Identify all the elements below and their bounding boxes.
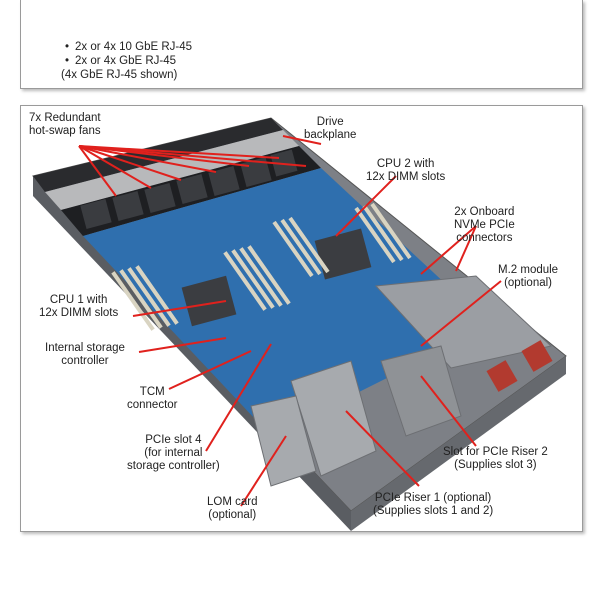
m2-callout-line: (optional): [504, 277, 553, 289]
cpu1-callout: CPU 1 with 12x DIMM slots: [39, 294, 118, 320]
internal-storage-callout-line: Internal storage: [45, 342, 125, 354]
psu-handle: [521, 340, 553, 372]
riser1-callout-line: (Supplies slots 1 and 2): [373, 505, 494, 517]
cpu1-callout-line: 12x DIMM slots: [39, 307, 119, 319]
nvme-callout-line: NVMe PCIe: [454, 219, 515, 231]
fan-unit: [208, 166, 240, 196]
tcm-callout: TCM connector: [127, 386, 178, 412]
riser1-callout: PCIe Riser 1 (optional) (Supplies slots …: [373, 492, 493, 518]
lom-callout-line: LOM card: [207, 496, 258, 508]
fan-unit: [112, 191, 144, 221]
riser2-slot: [380, 345, 462, 437]
cpu1-callout-line: CPU 1 with: [49, 294, 108, 306]
fans-callout-line: 7x Redundant: [29, 112, 101, 124]
cpu2-callout-line: 12x DIMM slots: [366, 171, 446, 183]
pcie-slot4-callout-line: storage controller): [127, 460, 220, 472]
m2-callout-line: M.2 module: [498, 264, 559, 276]
internal-storage-callout-line: controller: [61, 355, 109, 367]
cpu1-heatsink: [181, 275, 237, 327]
internal-storage-callout: Internal storage controller: [45, 342, 125, 368]
nvme-callout: 2x Onboard NVMe PCIe connectors: [454, 206, 515, 245]
cpu2-callout: CPU 2 with 12x DIMM slots: [366, 158, 445, 184]
drive-backplane-callout-line: Drive: [316, 116, 344, 128]
drive-backplane: [45, 130, 299, 210]
nvme-callout-line: 2x Onboard: [454, 206, 515, 218]
fan-unit: [144, 183, 176, 213]
tcm-callout-line: TCM: [139, 386, 165, 398]
m2-callout: M.2 module (optional): [498, 264, 558, 290]
pcie-slot4-callout-line: PCIe slot 4: [145, 434, 202, 446]
lom-callout-line: (optional): [208, 509, 257, 521]
fan-unit: [240, 157, 272, 187]
fans-callout-line: hot-swap fans: [29, 125, 101, 137]
drive-backplane-callout-line: backplane: [304, 129, 357, 141]
port-options-list: 2x or 4x 10 GbE RJ-45 2x or 4x GbE RJ-45: [65, 40, 192, 68]
riser2-callout-line: (Supplies slot 3): [454, 459, 537, 471]
fan-unit: [270, 149, 298, 177]
server-figure: 7x Redundant hot-swap fans Drive backpla…: [20, 105, 583, 532]
cpu2-callout-line: CPU 2 with: [376, 158, 435, 170]
list-item: 2x or 4x 10 GbE RJ-45: [65, 40, 192, 54]
fan-unit: [176, 174, 208, 204]
pcie-slot4-callout-line: (for internal: [144, 447, 203, 459]
server-illustration: [32, 117, 567, 531]
port-options-box: 2x or 4x 10 GbE RJ-45 2x or 4x GbE RJ-45…: [20, 0, 583, 89]
list-item: 2x or 4x GbE RJ-45: [65, 54, 192, 68]
nvme-callout-line: connectors: [456, 232, 513, 244]
tcm-callout-line: connector: [127, 399, 178, 411]
drive-backplane-callout: Drive backplane: [304, 116, 356, 142]
leader-lines: [78, 135, 502, 507]
riser1: [290, 360, 377, 477]
riser2-callout-line: Slot for PCIe Riser 2: [443, 446, 548, 458]
lom-callout: LOM card (optional): [207, 496, 258, 522]
shown-note: (4x GbE RJ-45 shown): [61, 69, 178, 81]
cpu2-dimms: [272, 202, 412, 278]
cpu2-heatsink: [314, 228, 372, 280]
chassis-right: [351, 356, 566, 531]
fans-callout: 7x Redundant hot-swap fans: [29, 112, 101, 138]
psu-handle: [486, 360, 518, 392]
riser1-callout-line: PCIe Riser 1 (optional): [374, 492, 492, 504]
fan-row: [80, 149, 298, 229]
fan-unit: [80, 199, 112, 229]
riser2-callout: Slot for PCIe Riser 2 (Supplies slot 3): [443, 446, 548, 472]
pcie-slot4-callout: PCIe slot 4 (for internal storage contro…: [127, 434, 220, 473]
